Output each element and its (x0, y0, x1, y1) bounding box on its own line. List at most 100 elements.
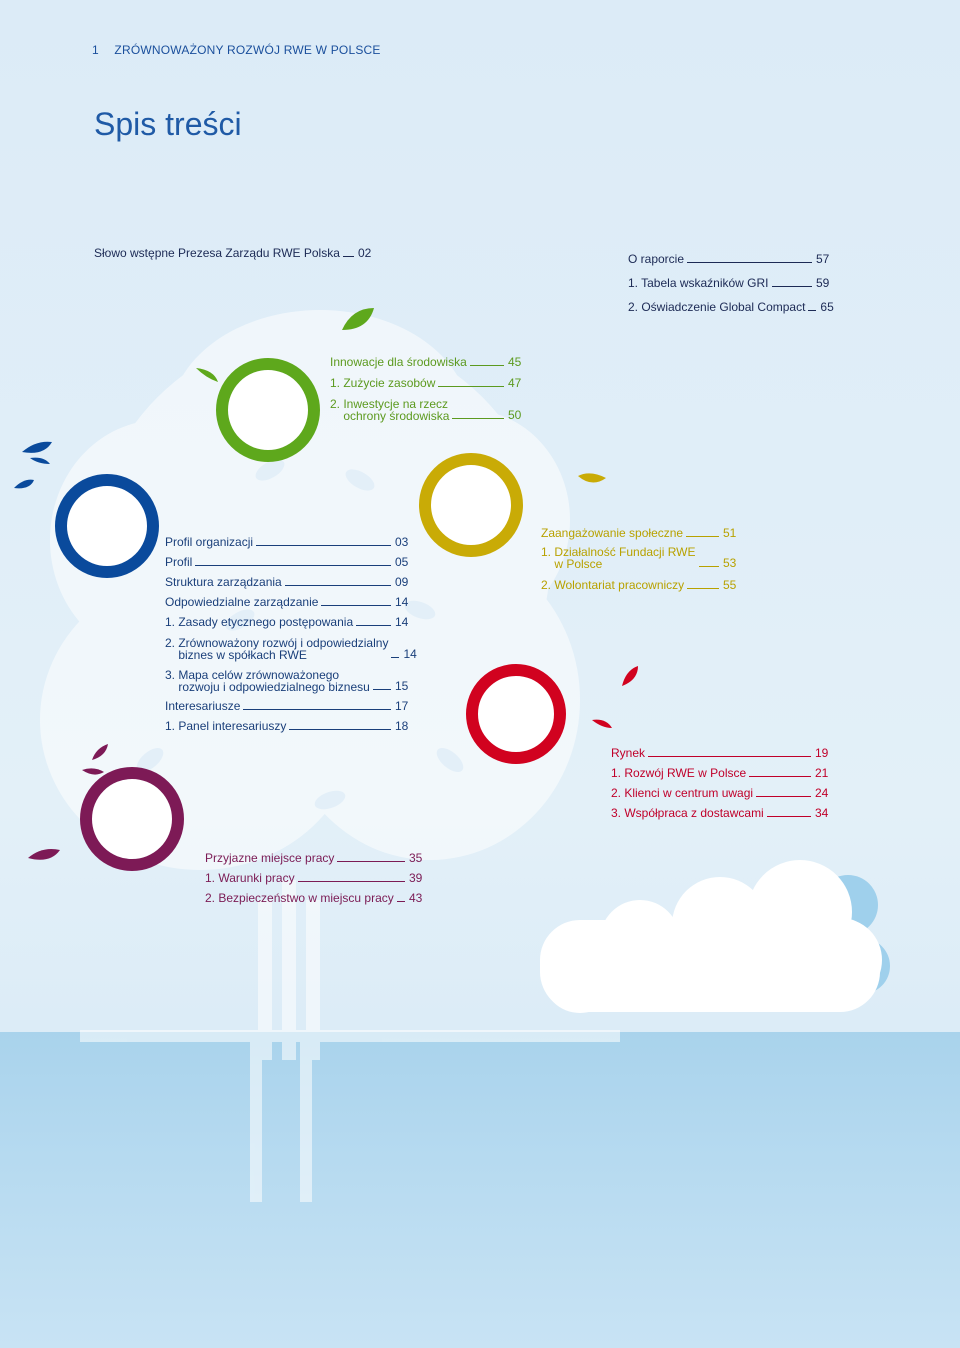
ring-environment (216, 358, 320, 462)
toc-entry-page: 14 (395, 595, 409, 609)
toc-market: Rynek 19 1. Rozwój RWE w Polsce 21 2. Kl… (611, 740, 841, 820)
toc-entry[interactable]: Odpowiedzialne zarządzanie 14 (165, 589, 421, 609)
toc-entry[interactable]: 1. Działalność Fundacji RWE w Polsce 53 (541, 540, 749, 570)
toc-entry-page: 14 (395, 615, 409, 629)
toc-entry-page: 35 (409, 851, 423, 865)
leader-line (749, 776, 811, 777)
toc-entry[interactable]: 2. Zrównoważony rozwój i odpowiedzialny … (165, 629, 421, 661)
toc-entry-label: Interesariusze (165, 699, 241, 713)
toc-entry-page: 18 (395, 719, 409, 733)
leader-line (469, 365, 504, 366)
toc-entry[interactable]: 2. Klienci w centrum uwagi 24 (611, 780, 841, 800)
leader-line (289, 729, 391, 730)
toc-entry-page: 21 (815, 766, 829, 780)
leader-line (356, 625, 391, 626)
toc-entry[interactable]: 1. Panel interesariuszy 18 (165, 713, 421, 733)
toc-entry[interactable]: 1. Rozwój RWE w Polsce 21 (611, 760, 841, 780)
toc-intro: Słowo wstępne Prezesa Zarządu RWE Polska… (94, 240, 384, 260)
toc-entry-page: 53 (723, 556, 737, 570)
page-number: 1 (92, 43, 99, 57)
toc-entry[interactable]: Interesariusze 17 (165, 693, 421, 713)
toc-entry[interactable]: Profil organizacji 03 (165, 529, 421, 549)
toc-about: O raporcie 57 1. Tabela wskaźników GRI 5… (628, 242, 842, 314)
leaf-icon (592, 719, 612, 728)
leader-line (195, 565, 391, 566)
toc-entry-page: 43 (409, 891, 423, 905)
page-title: Spis treści (94, 106, 242, 142)
toc-entry-page: 17 (395, 699, 409, 713)
leader-line (648, 756, 811, 757)
toc-entry-label: Profil (165, 555, 193, 569)
toc-entry[interactable]: Rynek 19 (611, 740, 841, 760)
toc-entry[interactable]: 2. Inwestycje na rzecz ochrony środowisk… (330, 390, 534, 422)
sea-background (0, 1032, 960, 1348)
leader-line (808, 310, 817, 311)
toc-entry[interactable]: 3. Mapa celów zrównoważonego rozwoju i o… (165, 661, 421, 693)
leader-line (438, 386, 504, 387)
toc-entry-label: 1. Panel interesariuszy (165, 719, 287, 733)
toc-entry[interactable]: 1. Zasady etycznego postępowania 14 (165, 609, 421, 629)
toc-entry[interactable]: 2. Wolontariat pracowniczy 55 (541, 570, 749, 592)
toc-entry-page: 05 (395, 555, 409, 569)
toc-entry-page: 02 (358, 246, 372, 260)
toc-entry-page: 09 (395, 575, 409, 589)
leader-line (243, 709, 391, 710)
toc-entry-label: 1. Rozwój RWE w Polsce (611, 766, 747, 780)
toc-entry-label: 2. Oświadczenie Global Compact (628, 300, 806, 314)
toc-entry[interactable]: 2. Oświadczenie Global Compact 65 (628, 290, 842, 314)
ring-social (419, 453, 523, 557)
toc-entry-label: 1. Tabela wskaźników GRI (628, 276, 769, 290)
toc-entry[interactable]: 1. Tabela wskaźników GRI 59 (628, 266, 842, 290)
leader-line (698, 566, 719, 567)
toc-entry[interactable]: Innowacje dla środowiska 45 (330, 348, 534, 369)
toc-entry[interactable]: Przyjazne miejsce pracy 35 (205, 845, 435, 865)
leaf-icon (342, 308, 374, 330)
toc-entry[interactable]: 2. Bezpieczeństwo w miejscu pracy 43 (205, 885, 435, 905)
leader-line (297, 881, 405, 882)
toc-entry[interactable]: Profil 05 (165, 549, 421, 569)
toc-entry[interactable]: Słowo wstępne Prezesa Zarządu RWE Polska… (94, 240, 384, 260)
leader-line (756, 796, 811, 797)
toc-entry-page: 57 (816, 252, 830, 266)
toc-entry[interactable]: Struktura zarządzania 09 (165, 569, 421, 589)
toc-entry-label: 2. Zrównoważony rozwój i odpowiedzialny … (165, 636, 389, 662)
leader-line (321, 605, 391, 606)
toc-entry-page: 15 (395, 679, 409, 693)
leader-line (771, 286, 812, 287)
toc-entry[interactable]: 1. Zużycie zasobów 47 (330, 369, 534, 390)
leader-line (687, 588, 719, 589)
leaf-icon (82, 768, 104, 775)
toc-entry-label: 2. Bezpieczeństwo w miejscu pracy (205, 891, 394, 905)
ring-market (466, 664, 566, 764)
leaf-icon (30, 457, 50, 464)
toc-entry-page: 03 (395, 535, 409, 549)
leaf-icon (22, 441, 52, 453)
ring-workplace (80, 767, 184, 871)
toc-entry-page: 45 (508, 355, 522, 369)
toc-entry[interactable]: 1. Warunki pracy 39 (205, 865, 435, 885)
toc-entry-label: Słowo wstępne Prezesa Zarządu RWE Polska (94, 246, 340, 260)
ring-profile (55, 474, 159, 578)
cloud-illustration (540, 860, 890, 1013)
toc-entry[interactable]: O raporcie 57 (628, 242, 842, 266)
section-name: ZRÓWNOWAŻONY ROZWÓJ RWE W POLSCE (114, 43, 381, 57)
toc-workplace: Przyjazne miejsce pracy 35 1. Warunki pr… (205, 845, 435, 905)
leader-line (766, 816, 811, 817)
toc-social: Zaangażowanie społeczne 51 1. Działalnoś… (541, 519, 749, 592)
toc-entry-label: 1. Zasady etycznego postępowania (165, 615, 354, 629)
toc-entry[interactable]: Zaangażowanie społeczne 51 (541, 519, 749, 540)
toc-entry-label: Przyjazne miejsce pracy (205, 851, 335, 865)
toc-entry-label: 1. Zużycie zasobów (330, 376, 436, 390)
toc-entry-page: 47 (508, 376, 522, 390)
toc-entry-page: 19 (815, 746, 829, 760)
leader-line (372, 689, 391, 690)
toc-entry[interactable]: 3. Współpraca z dostawcami 34 (611, 800, 841, 820)
toc-entry-page: 34 (815, 806, 829, 820)
toc-environment: Innowacje dla środowiska 45 1. Zużycie z… (330, 348, 534, 422)
leader-line (687, 262, 812, 263)
leaf-icon (196, 368, 218, 382)
toc-entry-label: 3. Mapa celów zrównoważonego rozwoju i o… (165, 668, 370, 694)
toc-entry-page: 55 (723, 578, 737, 592)
